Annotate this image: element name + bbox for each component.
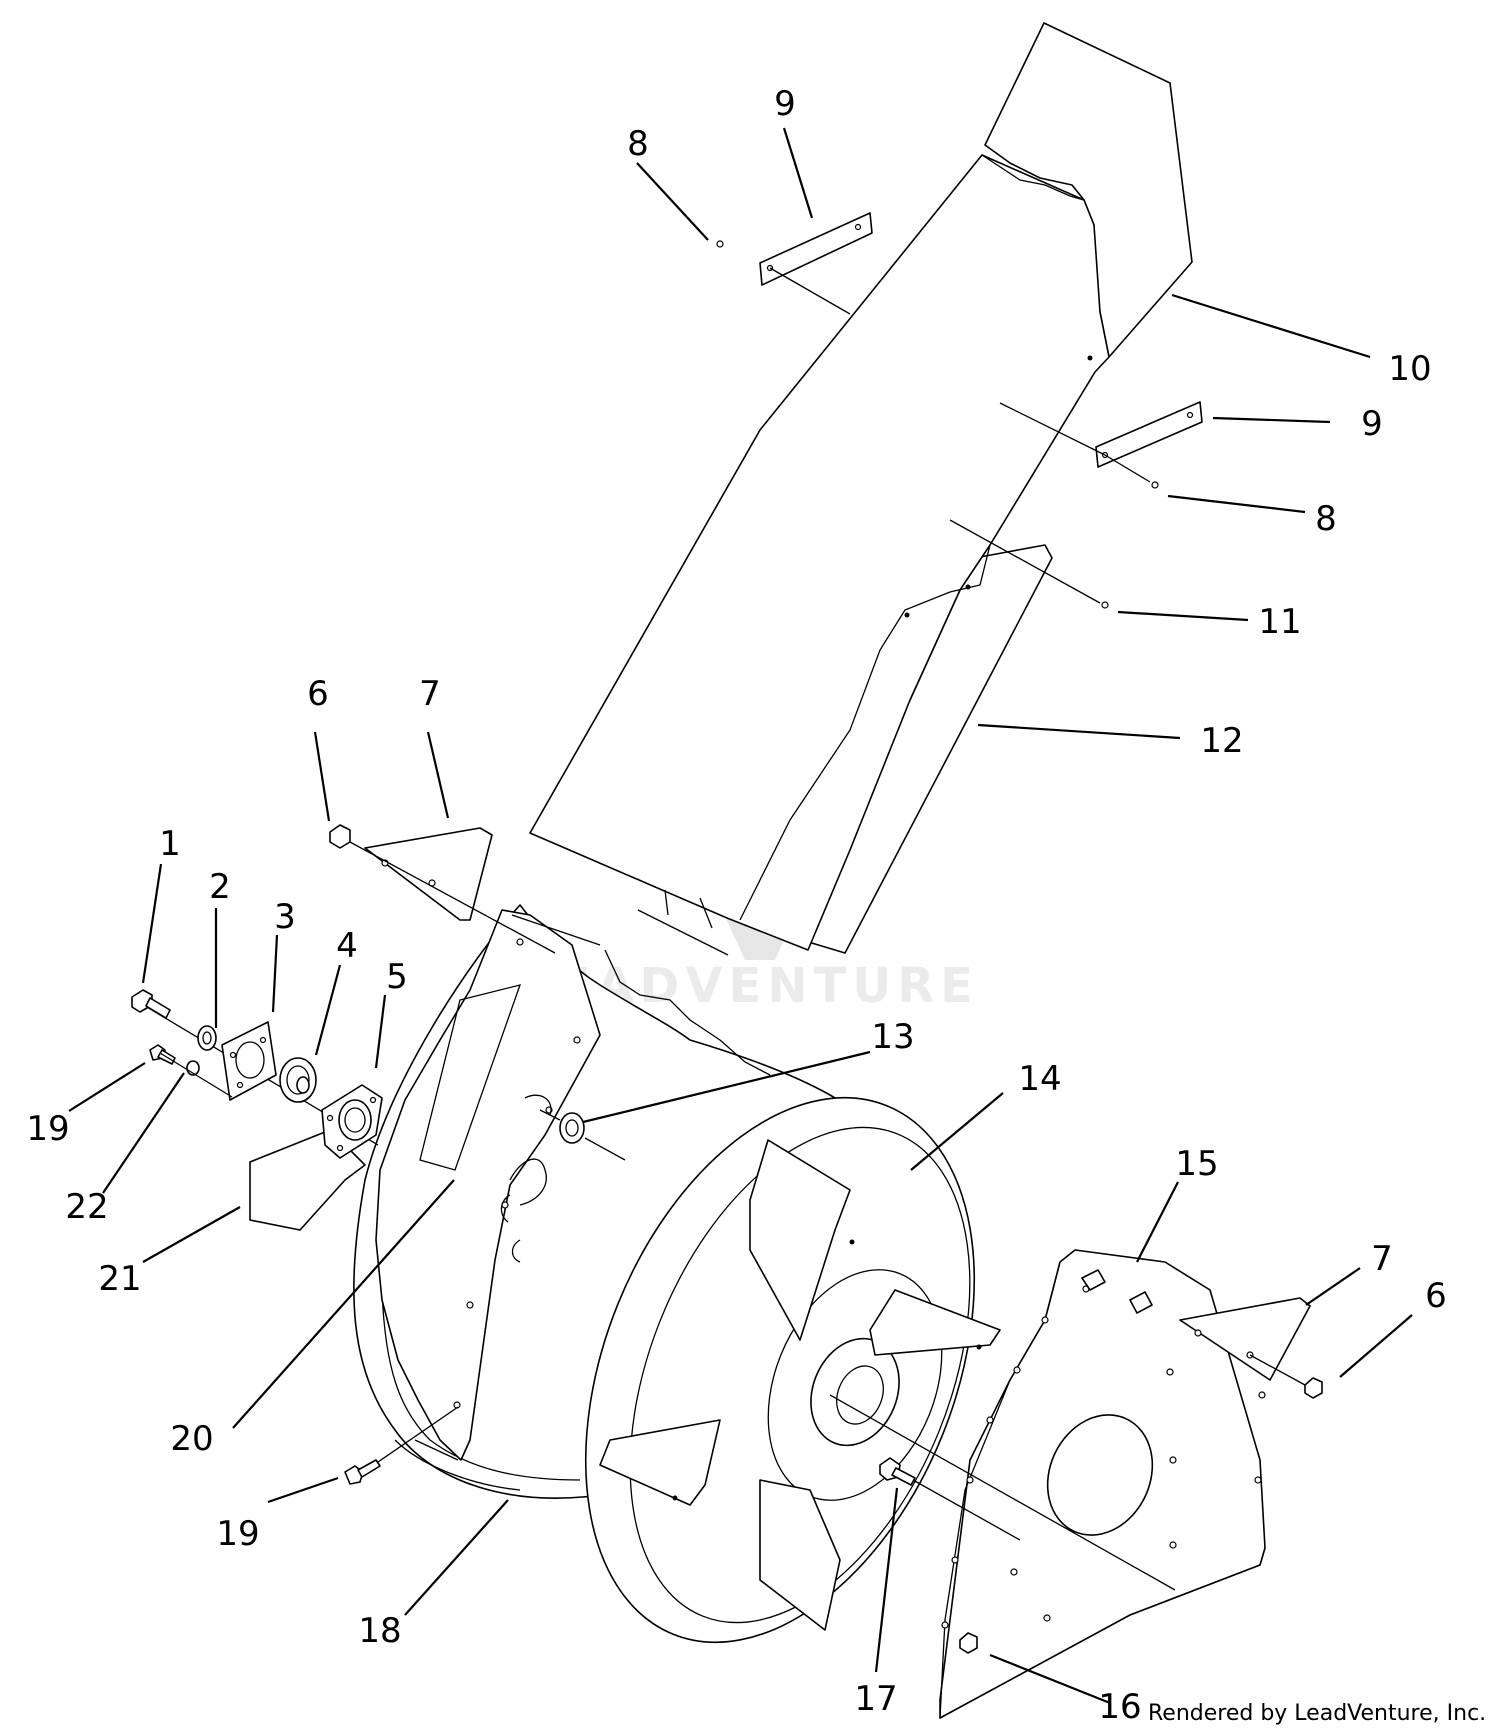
callout-15: 15 (1175, 1144, 1218, 1184)
rivet-11 (949, 519, 1109, 609)
nut-16 (959, 1632, 978, 1654)
housing-side-plate (829, 1249, 1266, 1719)
callout-9-right: 9 (1361, 404, 1383, 444)
callout-17: 17 (854, 1679, 897, 1719)
callout-1: 1 (159, 824, 181, 864)
callout-7-right: 7 (1371, 1239, 1393, 1279)
callout-11: 11 (1258, 602, 1301, 642)
callout-22: 22 (65, 1187, 108, 1227)
callout-16: 16 (1098, 1687, 1141, 1727)
housing-side-left (375, 909, 601, 1461)
callout-6-left: 6 (307, 674, 329, 714)
callout-20: 20 (170, 1419, 213, 1459)
chute-body (529, 154, 1110, 956)
bearing-assembly (131, 989, 383, 1159)
rivet-right (1151, 481, 1159, 489)
callout-14: 14 (1018, 1059, 1061, 1099)
bearing-13 (539, 1109, 626, 1161)
callout-8-right: 8 (1315, 499, 1337, 539)
bolt-17 (879, 1457, 1021, 1541)
callouts: 1 2 3 4 5 6 7 8 9 10 9 8 11 12 13 14 15 … (26, 84, 1446, 1727)
callout-19-lower: 19 (216, 1514, 259, 1554)
callout-7-left: 7 (419, 674, 441, 714)
impeller (584, 1096, 1001, 1644)
callout-9-upper: 9 (774, 84, 796, 124)
washer-2 (197, 1025, 217, 1051)
leader-lines (68, 127, 1413, 1705)
callout-19-upper: 19 (26, 1109, 69, 1149)
bolt-19-lower (344, 1406, 459, 1485)
callout-5: 5 (386, 957, 408, 997)
bearing-flange-5 (321, 1084, 383, 1159)
callout-8-upper: 8 (627, 124, 649, 164)
bearing-4 (279, 1057, 317, 1103)
bolt-1 (131, 989, 171, 1019)
callout-10: 10 (1388, 349, 1431, 389)
callout-21: 21 (98, 1259, 141, 1299)
spring-clip (509, 1094, 552, 1206)
callout-3: 3 (274, 897, 296, 937)
deflector-plate-upper (759, 212, 873, 315)
nut-left (329, 824, 351, 849)
bearing-flange-plate-3 (221, 1021, 277, 1101)
callout-2: 2 (209, 867, 231, 907)
rivet-upper (716, 240, 724, 248)
nut-right (1304, 1377, 1323, 1399)
callout-12: 12 (1200, 721, 1243, 761)
callout-18: 18 (358, 1611, 401, 1651)
deflector-plate-right (999, 401, 1203, 483)
bracket-right (1179, 1297, 1311, 1386)
bracket-left (349, 827, 556, 954)
callout-6-right: 6 (1425, 1276, 1447, 1316)
callout-4: 4 (336, 926, 358, 966)
credit-text: Rendered by LeadVenture, Inc. (1148, 1701, 1486, 1726)
callout-13: 13 (871, 1017, 914, 1057)
